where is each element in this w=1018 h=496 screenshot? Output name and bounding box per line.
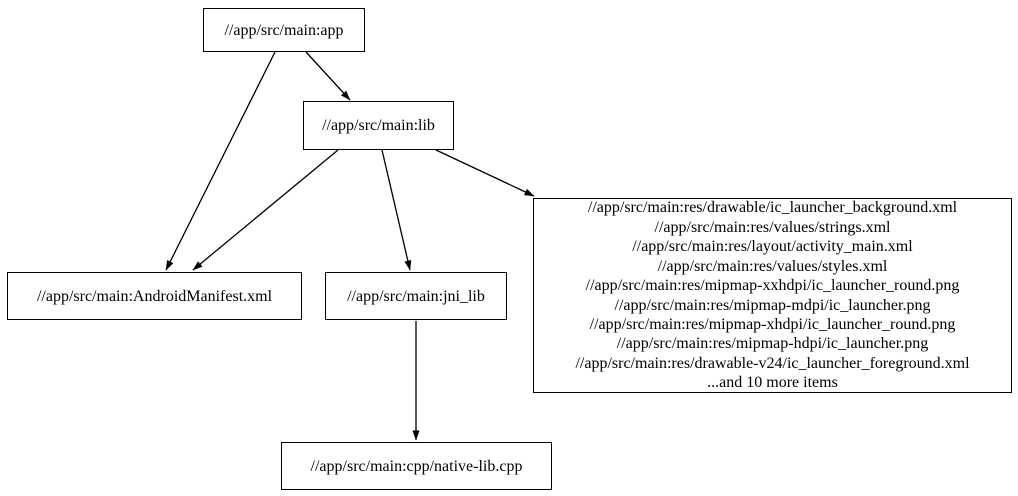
res-group-line: //app/src/main:res/drawable/ic_launcher_… [587, 199, 958, 217]
node-cpp-label: //app/src/main:cpp/native-lib.cpp [310, 457, 523, 475]
res-group-line: //app/src/main:res/mipmap-mdpi/ic_launch… [614, 296, 931, 314]
edge-lib-to-manifest [192, 149, 339, 271]
res-group-line: //app/src/main:res/drawable-v24/ic_launc… [575, 354, 970, 372]
edge-lib-to-res-group [435, 149, 535, 197]
graph-node-res-group: //app/src/main:res/drawable/ic_launcher_… [533, 198, 1012, 393]
res-group-line: //app/src/main:res/mipmap-xxhdpi/ic_laun… [585, 277, 960, 295]
res-group-line: //app/src/main:res/values/styles.xml [657, 257, 888, 275]
res-group-more-items: ...and 10 more items [707, 374, 838, 392]
graph-node-android-manifest: //app/src/main:AndroidManifest.xml [7, 272, 302, 320]
graph-node-lib: //app/src/main:lib [303, 101, 454, 150]
res-group-line: //app/src/main:res/mipmap-xhdpi/ic_launc… [589, 315, 956, 333]
res-group-line: //app/src/main:res/layout/activity_main.… [632, 238, 913, 256]
node-lib-label: //app/src/main:lib [322, 117, 435, 134]
graph-node-native-lib-cpp: //app/src/main:cpp/native-lib.cpp [281, 442, 552, 490]
edge-app-to-lib [305, 51, 351, 101]
res-group-line: //app/src/main:res/mipmap-hdpi/ic_launch… [616, 335, 929, 353]
res-group-line: //app/src/main:res/values/strings.xml [654, 218, 891, 236]
graph-node-jni-lib: //app/src/main:jni_lib [325, 272, 507, 320]
node-jni-lib-label: //app/src/main:jni_lib [347, 287, 485, 305]
node-app-label: //app/src/main:app [224, 21, 344, 39]
edge-lib-to-jni-lib [381, 149, 412, 271]
node-manifest-label: //app/src/main:AndroidManifest.xml [36, 287, 273, 305]
edge-app-to-manifest [165, 51, 276, 271]
graph-node-app: //app/src/main:app [203, 8, 365, 52]
